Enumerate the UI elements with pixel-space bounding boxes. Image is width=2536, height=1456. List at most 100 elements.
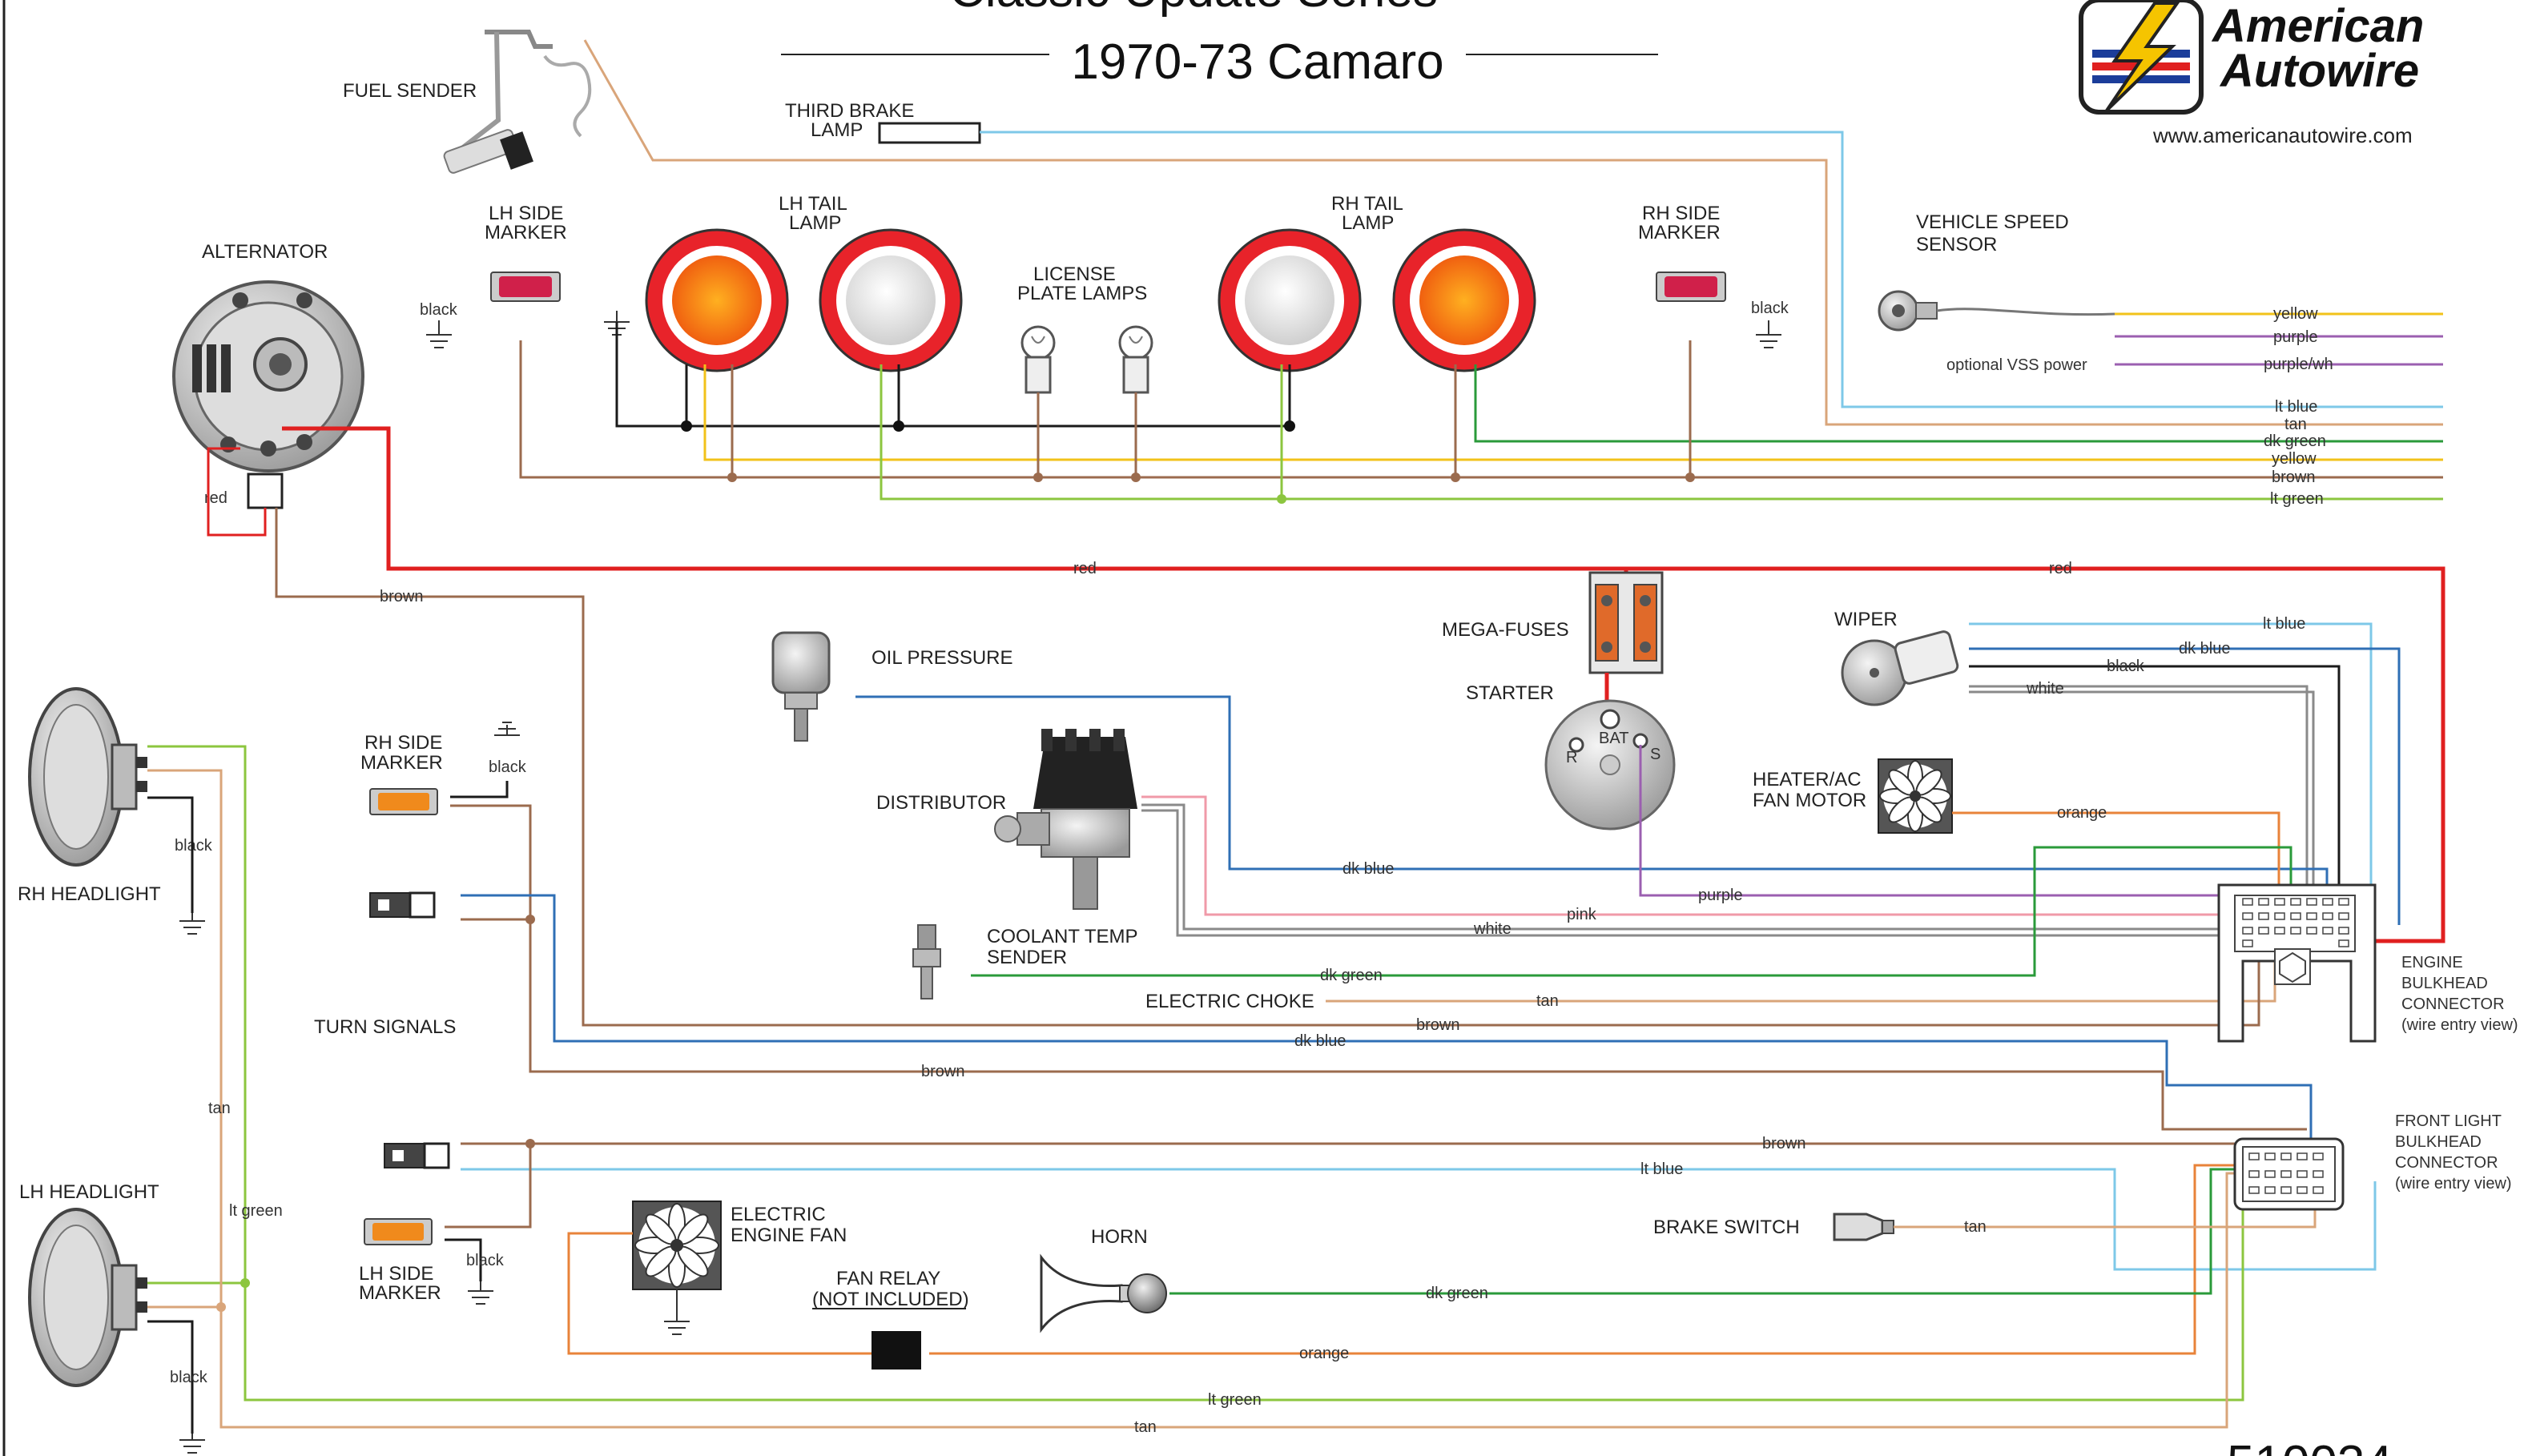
rh-side-marker-rear-label-1: RH SIDE <box>1642 203 1720 224</box>
rear-dkgreen-label: dk green <box>2264 432 2326 450</box>
oil-dkblue-label: dk blue <box>1342 860 1395 878</box>
lh-turn-signal-connector <box>384 1142 450 1169</box>
distributor-label: DISTRIBUTOR <box>876 792 1006 814</box>
brand-line1: American <box>2211 0 2424 52</box>
wiper-dkblue-label: dk blue <box>2179 640 2231 658</box>
wire-ltblue-wiper <box>1969 622 2373 913</box>
wire-brown-tail-bus <box>519 340 2443 479</box>
front-dkblue-label: dk blue <box>1294 1032 1346 1050</box>
wiper-ltblue-label: lt blue <box>2263 615 2305 633</box>
fan-relay <box>871 1331 921 1370</box>
dist-pink-label: pink <box>1567 906 1597 923</box>
relay-orange-label: orange <box>1299 1345 1349 1362</box>
fuel-sender <box>443 30 592 174</box>
fuel-sender-label: FUEL SENDER <box>343 80 477 102</box>
wire-black-lh-headlight <box>147 1320 194 1434</box>
rear-purplewh-label: purple/wh <box>2264 356 2333 373</box>
vss-power-label: optional VSS power <box>1946 356 2087 374</box>
wire-dkblue-oil <box>855 695 2329 913</box>
lh-marker-front-black-label: black <box>466 1252 505 1269</box>
wire-brown-rh-marker-front <box>450 804 2307 1131</box>
rh-headlight-label: RH HEADLIGHT <box>18 883 161 905</box>
heater-orange-label: orange <box>2057 804 2107 822</box>
lh-turn-brown-label: brown <box>1762 1135 1805 1152</box>
ground-icon <box>179 1434 205 1454</box>
alternator-plug <box>247 473 284 509</box>
model-title: 1970-73 Camaro <box>1071 34 1443 90</box>
wire-ltblue-third-brake <box>980 131 2443 408</box>
heater-fan-icon <box>1878 758 1953 834</box>
rh-marker-front-black-label: black <box>489 758 527 776</box>
wire-white-wiper <box>1969 685 2315 913</box>
alt-brown-label: brown <box>380 588 423 605</box>
wire-yellow-lh-turn <box>703 364 2443 461</box>
wire-white-dist <box>1141 803 2301 937</box>
front-bh-label-3: CONNECTOR <box>2395 1154 2498 1172</box>
third-brake-lamp <box>878 122 981 144</box>
wire-dkgreen-rh-turn <box>1474 364 2443 443</box>
third-brake-label-1: THIRD BRAKE <box>785 100 914 122</box>
oil-pressure-sender <box>771 631 831 742</box>
third-brake-label-2: LAMP <box>811 119 863 141</box>
wire-red-alternator <box>282 426 1628 577</box>
brake-tan-label: tan <box>1964 1218 1987 1236</box>
wiper-black-label: black <box>2107 658 2145 675</box>
coolant-dkgreen-label: dk green <box>1320 967 1383 984</box>
vehicle-speed-sensor <box>1878 290 2115 332</box>
heater-label-2: FAN MOTOR <box>1753 790 1866 811</box>
mega-fuses-label: MEGA-FUSES <box>1442 619 1569 641</box>
starter-bat-label: BAT <box>1599 730 1628 747</box>
coolant-label-2: SENDER <box>987 947 1067 968</box>
rh-side-marker-front <box>369 788 438 815</box>
rh-turn-signal-connector <box>369 891 436 919</box>
alternator <box>172 280 364 509</box>
starter-s-label: S <box>1650 746 1660 763</box>
wire-tan-choke <box>1326 933 2276 1003</box>
wire-black-rh-headlight <box>147 796 194 913</box>
rear-ltblue-label: lt blue <box>2275 398 2317 416</box>
rh-marker-rear-black-label: black <box>1751 300 1789 317</box>
starter-label: STARTER <box>1466 682 1554 704</box>
series-title: Classic Update Series <box>949 0 1438 18</box>
brand-logo: American Autowire www.americanautowire.c… <box>2079 0 2424 147</box>
wire-tan-fuel-sender <box>583 39 2443 426</box>
lh-headlight-black-label: black <box>170 1369 208 1386</box>
brand-line2: Autowire <box>2219 45 2419 97</box>
rh-tail-lamp-inner <box>1218 228 1362 372</box>
electric-fan-label-2: ENGINE FAN <box>731 1225 847 1246</box>
wire-ltgreen-brake-bus <box>880 364 2443 501</box>
rear-ltgreen-label: lt green <box>2270 490 2324 508</box>
wire-pink-dist <box>1141 795 2283 916</box>
lightning-bolt-icon <box>2105 1 2180 112</box>
fan-relay-label-2: (NOT INCLUDED) <box>812 1289 969 1310</box>
lh-side-marker-rear-label-2: MARKER <box>485 222 567 243</box>
wire-orange-heater <box>1952 811 2280 909</box>
ground-icon <box>179 913 205 935</box>
coolant-label-1: COOLANT TEMP <box>987 926 1137 947</box>
wire-purple-starter <box>1639 745 2267 897</box>
wire-brown-alternator <box>275 508 2260 1027</box>
vss-label-2: SENSOR <box>1916 234 1997 255</box>
alt-brown-label-2: brown <box>1416 1016 1459 1034</box>
coolant-temp-sender <box>912 924 941 999</box>
engine-bh-label-1: ENGINE <box>2401 954 2463 971</box>
horn <box>1040 1253 1167 1333</box>
vss-label-1: VEHICLE SPEED <box>1916 211 2069 233</box>
lh-marker-rear-black-label: black <box>420 301 458 319</box>
license-label-1: LICENSE <box>1033 263 1116 285</box>
front-bulkhead-connector <box>2233 1137 2345 1211</box>
engine-bh-label-3: CONNECTOR <box>2401 995 2505 1013</box>
lh-tail-label-2: LAMP <box>789 212 841 234</box>
lh-headlight <box>28 1208 147 1387</box>
alt-red-label: red <box>204 489 227 507</box>
rear-purple-label: purple <box>2273 328 2318 346</box>
rh-tail-label-1: RH TAIL <box>1331 193 1403 215</box>
bottom-tan-label: tan <box>1134 1418 1157 1436</box>
license-lamp-2 <box>1118 325 1153 394</box>
wire-orange-fan <box>567 1232 871 1355</box>
choke-tan-label: tan <box>1536 992 1559 1010</box>
wire-black-rh-marker-front <box>450 781 509 798</box>
headlight-ltgreen-label: lt green <box>229 1202 283 1220</box>
